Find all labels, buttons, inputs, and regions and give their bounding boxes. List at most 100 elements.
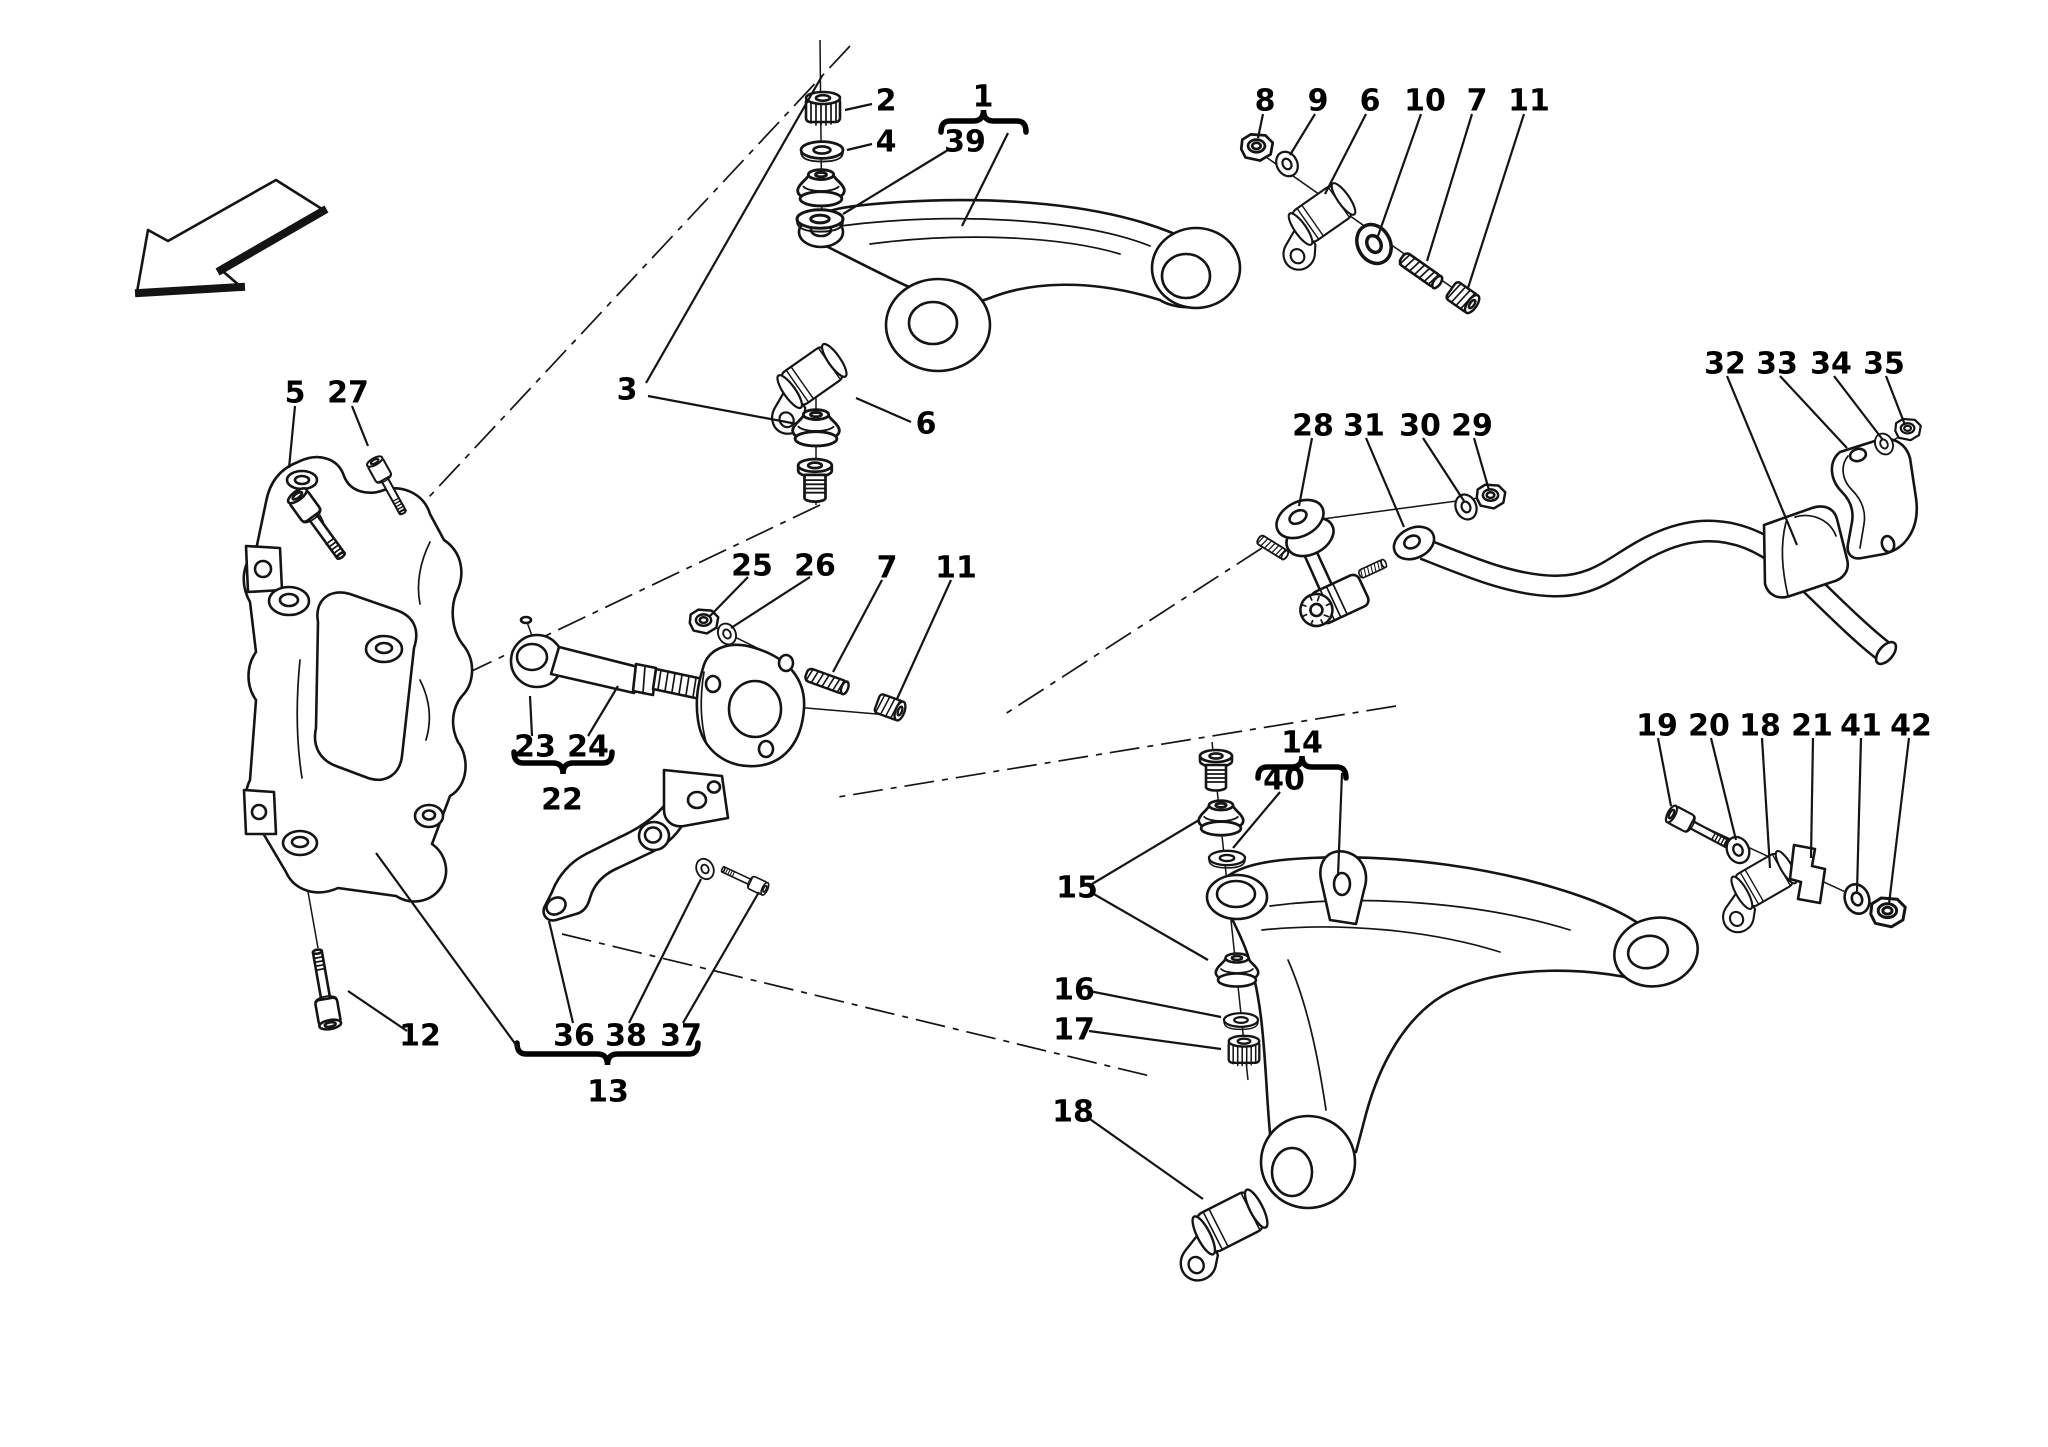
callout-4-1: 4 — [876, 125, 897, 160]
leader-2 — [844, 102, 873, 112]
leader-31 — [1364, 437, 1406, 528]
callout-26-14: 26 — [794, 549, 836, 584]
leader-4 — [846, 142, 873, 152]
mid-pivot-bushing — [750, 339, 862, 503]
leader-24 — [587, 685, 619, 737]
leader-11 — [895, 579, 953, 700]
callout-1: 1 — [973, 80, 994, 115]
leader-35 — [1884, 375, 1907, 426]
leader-15 — [1091, 819, 1200, 885]
leader-32 — [1725, 375, 1799, 546]
direction-arrow — [134, 178, 329, 298]
leader-7 — [832, 579, 883, 673]
callout-17-36: 17 — [1053, 1013, 1095, 1048]
leader-39 — [842, 149, 949, 215]
callout-8-3: 8 — [1255, 84, 1276, 119]
bolt-19 — [1662, 802, 1735, 854]
callout-16-35: 16 — [1053, 973, 1095, 1008]
leader-10 — [1376, 113, 1423, 237]
callout-32-21: 32 — [1704, 347, 1746, 382]
upper-wishbone-arm — [803, 198, 1223, 309]
callout-22: 22 — [541, 783, 583, 818]
leader-6 — [1324, 113, 1367, 195]
group-brace-22 — [511, 749, 615, 775]
bushing-6-upper — [1262, 179, 1370, 277]
stabilizer-bracket-33 — [1830, 437, 1919, 560]
stud-7-mid — [802, 666, 852, 697]
callout-29-20: 29 — [1451, 409, 1493, 444]
washer-4 — [799, 140, 845, 163]
plug-11-mid — [872, 692, 909, 724]
callout-20-28: 20 — [1688, 709, 1730, 744]
leader-41 — [1855, 737, 1863, 893]
safety-tab-21 — [1788, 843, 1827, 905]
nut-29 — [1475, 483, 1507, 510]
group-brace-1 — [938, 109, 1029, 135]
leader-18 — [1760, 737, 1772, 869]
callout-36-39: 36 — [553, 1019, 595, 1054]
bolt-12 — [304, 946, 344, 1033]
callout-7-15: 7 — [877, 551, 898, 586]
callout-25-13: 25 — [731, 549, 773, 584]
callout-10-6: 10 — [1404, 84, 1446, 119]
stabilizer-clamp — [1762, 417, 1922, 599]
stabilizer-bushing-32 — [1762, 505, 1850, 599]
link-bushing-lower — [1299, 573, 1370, 628]
callout-28-17: 28 — [1292, 409, 1334, 444]
leader-18 — [1086, 1116, 1204, 1200]
bushing-cup-upper — [796, 168, 846, 208]
leader-3 — [647, 394, 798, 426]
leader-15 — [1091, 892, 1209, 961]
stud-7-upper — [1396, 250, 1446, 292]
leader-30 — [1422, 437, 1465, 502]
stabilizer-link — [1254, 483, 1507, 628]
washer-38 — [692, 855, 718, 883]
callout-34-23: 34 — [1810, 347, 1852, 382]
leader-34 — [1833, 375, 1884, 441]
knuckle-window — [313, 591, 418, 781]
callout-6-12: 6 — [916, 407, 937, 442]
leader-9 — [1289, 113, 1316, 156]
leader-3 — [645, 75, 823, 384]
threaded-insert-lower — [1198, 748, 1234, 792]
leader-21 — [1809, 737, 1815, 859]
leader-40 — [1232, 791, 1281, 849]
leader-27 — [350, 405, 370, 447]
washer-16 — [1222, 1012, 1260, 1031]
callout-33-22: 33 — [1756, 347, 1798, 382]
callout-6-5: 6 — [1360, 84, 1381, 119]
leader-13 — [375, 852, 520, 1050]
leader-29 — [1472, 437, 1491, 491]
link-stud-upper — [1254, 533, 1291, 562]
callout-12-38: 12 — [399, 1019, 441, 1054]
callout-27-10: 27 — [327, 376, 369, 411]
bracket-36 — [542, 768, 772, 922]
leader-26 — [730, 576, 811, 629]
nut-35 — [1894, 417, 1922, 442]
callout-7-7: 7 — [1467, 84, 1488, 119]
leader-20 — [1709, 737, 1738, 841]
callout-18-37: 18 — [1052, 1095, 1094, 1130]
leader-25 — [709, 576, 749, 617]
stabilizer-bar — [1392, 519, 1898, 666]
bushing-18-lower — [1161, 1185, 1282, 1288]
leader-42 — [1887, 737, 1911, 905]
callout-41-31: 41 — [1840, 709, 1882, 744]
lower-wishbone — [1161, 748, 1907, 1288]
axis-link-lower — [1001, 547, 1263, 717]
callout-39-2: 39 — [944, 125, 986, 160]
callout-35-24: 35 — [1863, 347, 1905, 382]
link-stud-lower — [1356, 557, 1389, 580]
nut-8 — [1239, 132, 1275, 162]
leader-14 — [1336, 772, 1344, 877]
axis-upper-stack-to-knuckle — [302, 45, 851, 633]
washer-9 — [1270, 146, 1304, 182]
leader-17 — [1088, 1029, 1222, 1051]
callout-18-29: 18 — [1739, 709, 1781, 744]
bolt-37 — [718, 861, 772, 898]
leader-37 — [682, 891, 760, 1024]
callout-42-32: 42 — [1890, 709, 1932, 744]
